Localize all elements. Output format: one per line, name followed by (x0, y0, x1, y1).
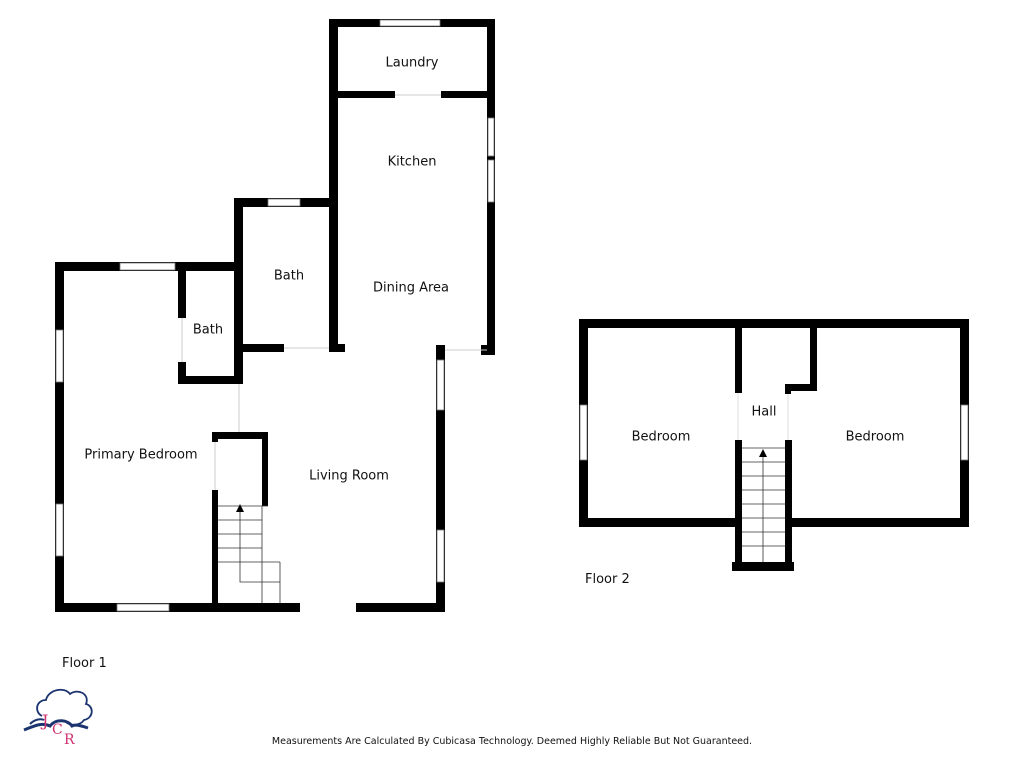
floor-1-walls (55, 19, 495, 612)
floor-2-label: Floor 2 (585, 572, 630, 587)
svg-text:J: J (40, 711, 48, 730)
room-label-bath-lower: Bath (192, 322, 224, 338)
room-label-kitchen: Kitchen (387, 154, 437, 170)
floor-1-windows (55, 19, 495, 612)
room-label-bedroom-left: Bedroom (631, 429, 691, 445)
svg-text:C: C (52, 722, 63, 738)
floor-1-stairs (218, 504, 281, 603)
floor-1-doors (181, 94, 487, 490)
floor-2-stairs (742, 447, 785, 562)
footer-disclaimer: Measurements Are Calculated By Cubicasa … (0, 736, 1024, 747)
jcr-logo-icon: J C R (23, 688, 93, 748)
floor-2-walls (579, 319, 969, 571)
floor-2-windows (579, 404, 969, 461)
room-label-bedroom-right: Bedroom (845, 429, 905, 445)
room-label-primary-bedroom: Primary Bedroom (84, 447, 198, 463)
room-label-hall: Hall (751, 404, 777, 420)
svg-text:R: R (64, 732, 75, 748)
floor-2-doors (737, 393, 789, 440)
room-label-living-room: Living Room (309, 468, 389, 484)
room-label-bath-upper: Bath (273, 268, 305, 284)
room-label-laundry: Laundry (385, 55, 439, 71)
room-label-dining-area: Dining Area (372, 280, 450, 296)
floor-1-label: Floor 1 (62, 656, 107, 671)
disclaimer-text: Measurements Are Calculated By Cubicasa … (271, 736, 753, 747)
